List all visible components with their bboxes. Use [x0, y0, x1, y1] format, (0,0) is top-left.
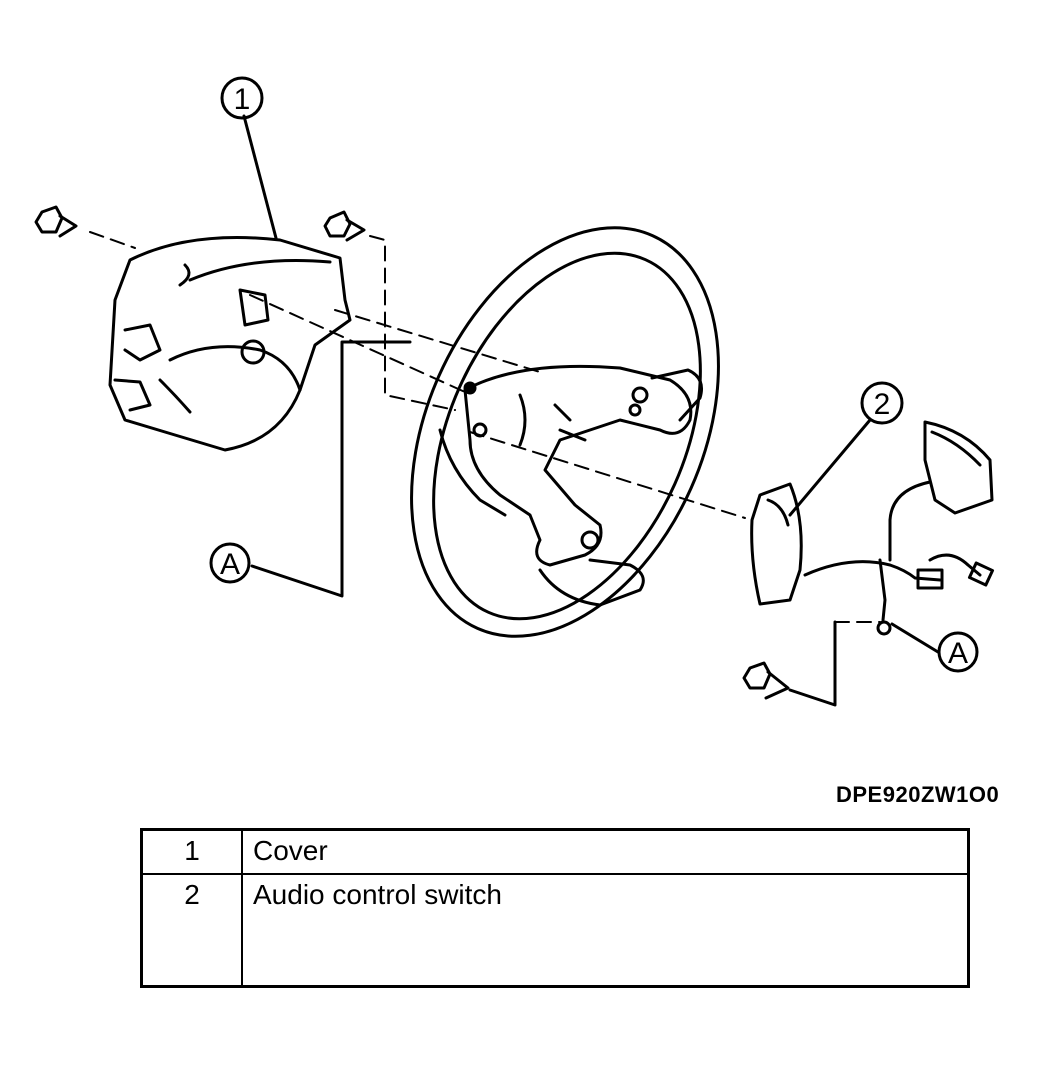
legend-row: 2 Audio control switch	[140, 872, 970, 988]
legend-row: 1 Cover	[140, 828, 970, 875]
legend-label: Cover	[241, 828, 970, 875]
parts-legend-table: 1 Cover 2 Audio control switch	[140, 828, 970, 988]
legend-label: Audio control switch	[241, 872, 970, 988]
callout-2: 2	[874, 388, 891, 421]
legend-number: 2	[140, 872, 243, 988]
screw-icon	[323, 210, 366, 242]
callout-1: 1	[234, 83, 251, 116]
cover-illustration	[108, 236, 352, 452]
legend-number: 1	[140, 828, 243, 875]
callout-a-right: A	[948, 637, 968, 670]
screw-icon	[34, 205, 78, 238]
screw-icon	[742, 661, 790, 700]
exploded-view-diagram: 1 2 A A	[34, 76, 995, 707]
audio-control-switch-illustration	[750, 420, 995, 636]
callout-a-left: A	[220, 548, 240, 581]
figure-code: DPE920ZW1O0	[836, 782, 1000, 807]
steering-wheel-illustration	[410, 226, 720, 638]
